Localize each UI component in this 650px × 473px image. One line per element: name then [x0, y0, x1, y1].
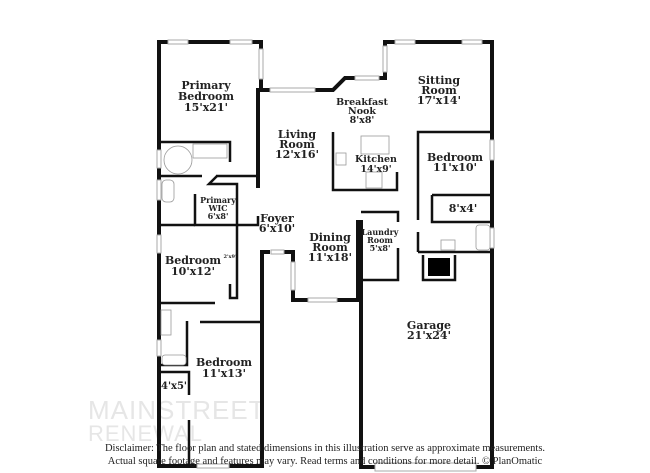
primary-wic-label: Primary [200, 195, 236, 205]
primary-wic-label-2: WIC [207, 203, 227, 213]
sitting-room-label: Sitting [418, 74, 460, 87]
vanity-icon [192, 143, 228, 159]
svg-text:15'x21': 15'x21' [184, 101, 228, 114]
interior-walls [159, 130, 492, 466]
living-room-label: Living [278, 128, 316, 141]
dining-room-label-2: Room [312, 241, 348, 254]
shower-icon [161, 179, 175, 203]
watermark-line1: MAINSTREET [88, 395, 266, 425]
breakfast-nook-label-2: Nook [348, 106, 376, 117]
bedroom-south-dims: 11'x13' [202, 367, 246, 380]
dishwasher-icon [365, 171, 383, 189]
primary-wic-dims: 6'x8' [208, 211, 229, 221]
stove-icon [335, 152, 347, 166]
primary-bedroom-label: Primary [181, 79, 231, 92]
svg-text:Primary: Primary [181, 79, 231, 92]
exterior-walls [157, 40, 494, 469]
sitting-room-dims: 17'x14' [417, 94, 461, 107]
svg-text:Bedroom: Bedroom [178, 90, 234, 103]
living-room-dims: 12'x16' [275, 148, 319, 161]
garage-label: Garage [407, 319, 451, 332]
bedroom-west-dims: 10'x12' [171, 265, 215, 278]
room-labels: Primary Bedroom 15'x21' Living Room 12'x… [161, 74, 483, 392]
kitchen-dims: 14'x9' [360, 164, 391, 175]
tub-icon [163, 145, 193, 175]
laundry-room-label-2: Room [367, 235, 393, 245]
watermark-line2: RENEWAL [88, 421, 203, 446]
bedroom-west-label: Bedroom [165, 254, 221, 267]
sitting-room-label-2: Room [421, 84, 457, 97]
disclaimer-line2: Actual square footage and features may v… [107, 456, 543, 467]
laundry-room-dims: 5'x8' [370, 243, 391, 253]
bathtub-icon [475, 224, 491, 251]
south-bathtub-icon [161, 354, 187, 366]
kitchen-label: Kitchen [355, 154, 397, 165]
dining-room-label: Dining [309, 231, 351, 244]
breakfast-nook-label: Breakfast [336, 97, 388, 108]
primary-bedroom-dims: 15'x21' [184, 101, 228, 114]
closet-hall-dims: 2'x9' [223, 254, 236, 260]
disclaimer-line1: Disclaimer: The floor plan and stated di… [104, 443, 546, 454]
fixtures [160, 135, 491, 366]
windows [156, 39, 495, 472]
breakfast-nook-dims: 8'x8' [350, 115, 375, 126]
closet-east-dims: 8'x4' [449, 202, 478, 215]
closet-south-dims: 4'x5' [161, 381, 187, 392]
bedroom-south-label: Bedroom [196, 356, 252, 369]
water-heater-icon [428, 258, 450, 276]
laundry-room-label: Laundry [362, 227, 399, 237]
foyer-label: Foyer [260, 212, 294, 225]
bathroom-sink-icon [440, 239, 456, 251]
bath-vanity-icon [160, 309, 172, 336]
living-room-label-2: Room [279, 138, 315, 151]
primary-bedroom-label-2: Bedroom [178, 90, 234, 103]
foyer-dims: 6'x10' [259, 222, 295, 235]
bedroom-east-label: Bedroom [427, 151, 483, 164]
bedroom-east-dims: 11'x10' [433, 161, 477, 174]
dining-room-dims: 11'x18' [308, 251, 352, 264]
sink-icon [360, 135, 390, 155]
garage-dims: 21'x24' [407, 329, 451, 342]
